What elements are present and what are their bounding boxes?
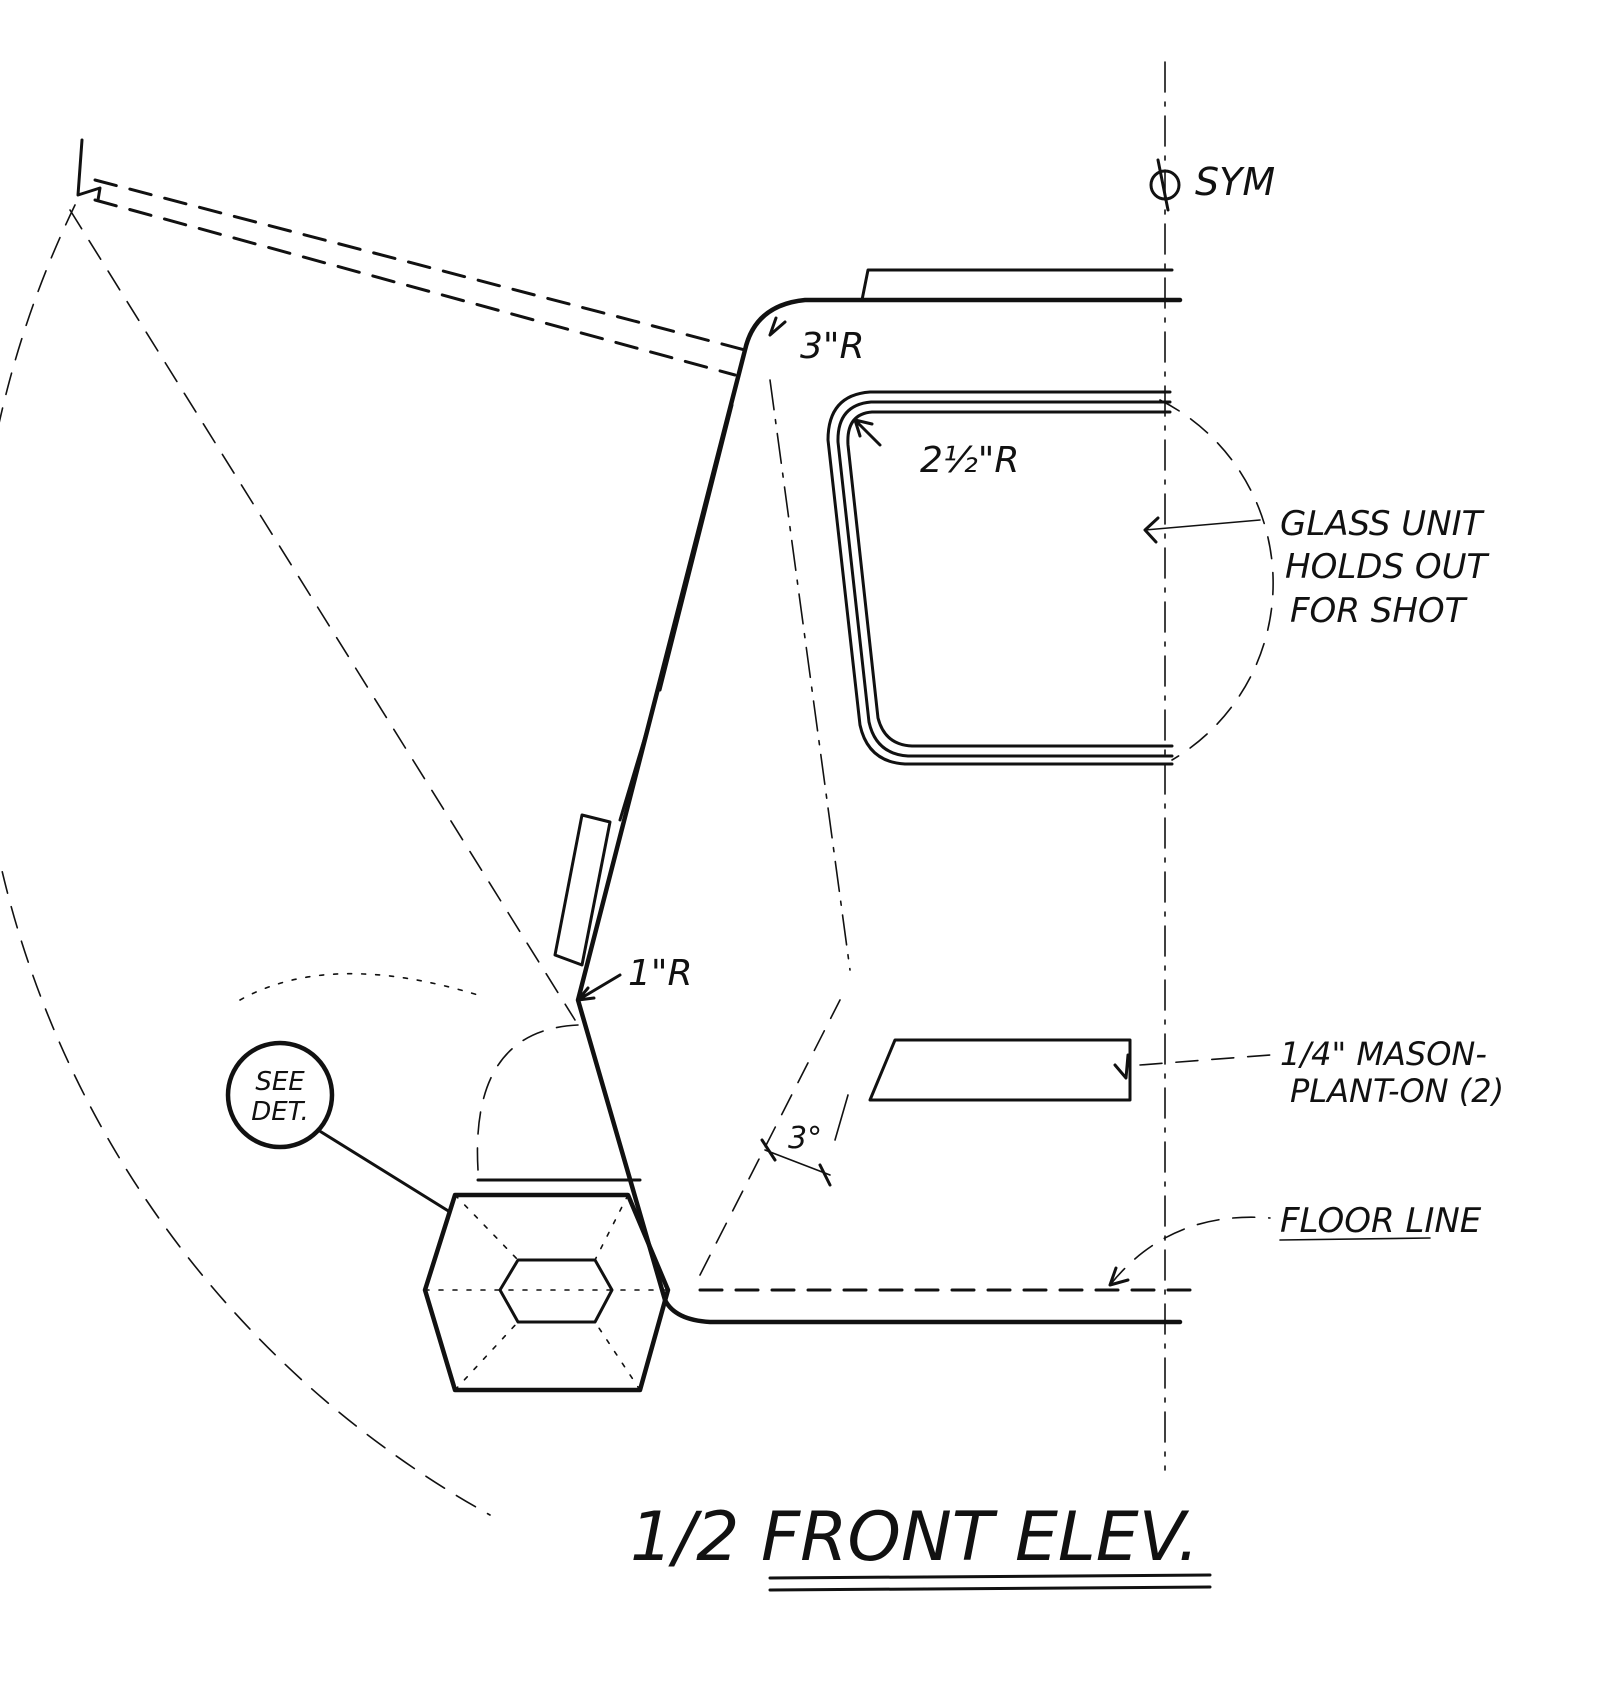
swing-arc <box>0 204 491 1516</box>
detail-arc <box>239 972 479 1001</box>
floor-line-label: FLOOR LINE <box>1280 1201 1482 1241</box>
hex-construction-lines <box>424 1194 669 1391</box>
title-underline-1 <box>768 1573 1212 1580</box>
centerline-symbol <box>1149 158 1181 212</box>
angle-tick-right <box>818 1163 832 1187</box>
title-underline-2 <box>768 1585 1212 1592</box>
angle-extension <box>834 1094 849 1141</box>
mason-note-line2: PLANT-ON (2) <box>1290 1072 1504 1110</box>
angle-dim-line <box>764 1149 831 1176</box>
detail-label-line2: DET. <box>251 1097 309 1127</box>
trim-plate-lower <box>553 813 612 967</box>
drawing-title: 1/2 FRONT ELEV. <box>630 1498 1199 1577</box>
glass-swing-arc <box>1159 399 1274 761</box>
mason-leader-arrow <box>1113 1053 1130 1080</box>
window-frame-inner <box>846 410 1174 748</box>
trim-strip-middle <box>618 718 652 822</box>
window-radius-label: 2½"R <box>920 440 1019 481</box>
angle-label: 3° <box>788 1121 822 1156</box>
top-radius-label: 3"R <box>800 326 864 367</box>
swing-leader-lower <box>93 198 737 377</box>
angle-tick-left <box>760 1138 777 1162</box>
glass-note-line2: HOLDS OUT <box>1285 547 1489 587</box>
swing-origin-mark <box>76 138 102 202</box>
floor-leader-arrow <box>1108 1266 1130 1287</box>
window-frame-outer <box>826 390 1174 766</box>
swing-leader-bottom <box>69 209 576 1021</box>
window-radius-arrow <box>853 418 882 447</box>
window-frame-edge <box>836 400 1174 758</box>
top-radius-arrow <box>768 316 787 337</box>
mason-note-line1: 1/4" MASON- <box>1280 1035 1487 1073</box>
trim-strip-upper <box>658 403 734 692</box>
body-profile <box>575 297 1183 1325</box>
detail-callout <box>225 1040 335 1150</box>
detail-label-line1: SEE <box>255 1067 305 1097</box>
angle-ref-line <box>699 999 841 1276</box>
hex-inner <box>498 1258 614 1324</box>
roof-plate <box>860 268 1174 302</box>
glass-note-line3: FOR SHOT <box>1290 591 1468 631</box>
detail-leader <box>316 1128 452 1214</box>
wheel-arc <box>476 1024 579 1171</box>
bottom-radius-arrow <box>576 973 622 1002</box>
glass-leader <box>1144 519 1261 531</box>
floor-leader <box>1109 1216 1271 1286</box>
hex-outer <box>422 1192 671 1393</box>
glass-note-line1: GLASS UNIT <box>1280 504 1485 544</box>
glass-leader-arrow <box>1143 516 1160 544</box>
swing-leader-upper <box>93 178 747 352</box>
mason-leader <box>1139 1054 1271 1066</box>
floor-line-label-underline <box>1279 1237 1431 1241</box>
inner-body-line <box>769 379 851 971</box>
mason-plant-on <box>868 1038 1132 1102</box>
bottom-radius-label: 1"R <box>628 953 692 994</box>
centerline-label: SYM <box>1195 160 1275 204</box>
